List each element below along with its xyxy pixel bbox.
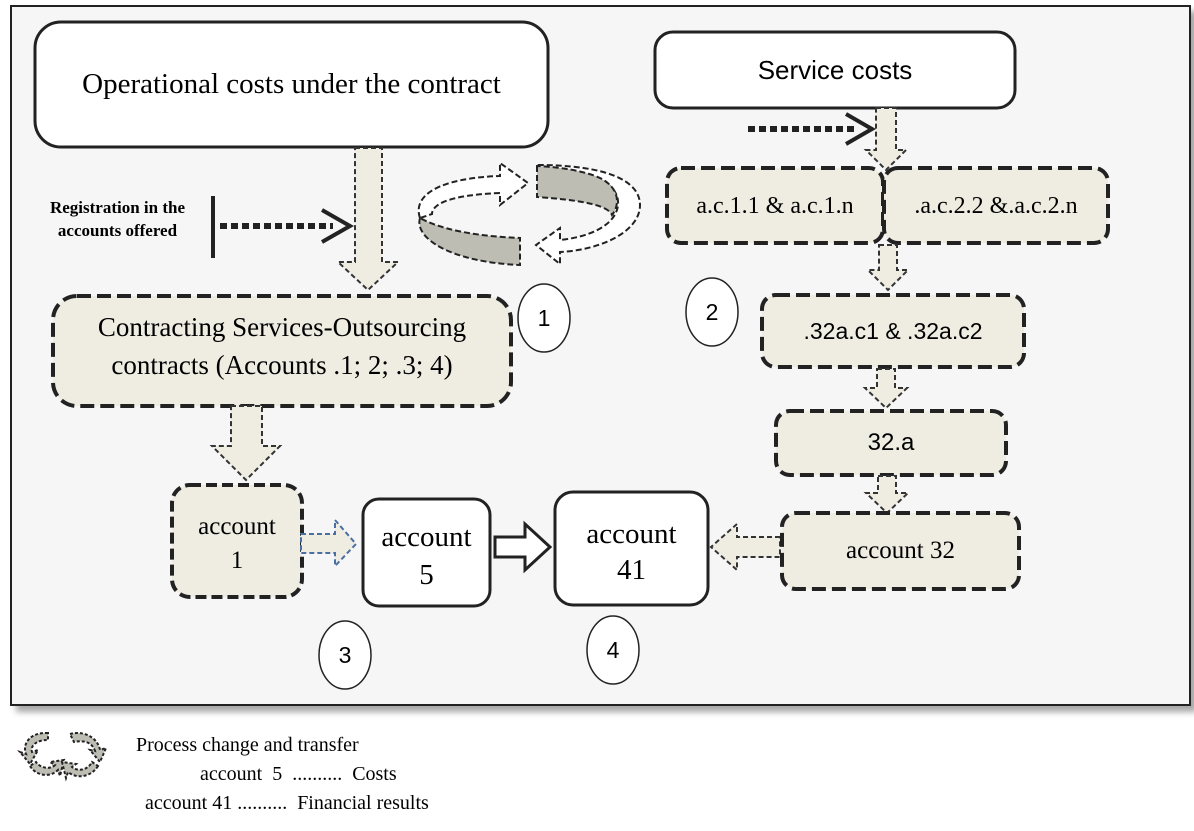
down-arrow-ac-to-32ac [865, 244, 911, 292]
down-arrow-32a-to-account32 [863, 475, 911, 515]
ac2-box [882, 166, 1110, 245]
down-arrow-32ac-to-32a [862, 368, 910, 410]
registration-arrowhead [321, 208, 355, 244]
circular-arrows-icon [16, 731, 108, 782]
arrow-account32-to-41 [709, 521, 781, 573]
registration-label: Registration in the accounts offered [49, 198, 186, 240]
down-arrow-service [863, 107, 909, 172]
marker-3-label: 3 [338, 641, 352, 668]
account-41-box [553, 490, 710, 607]
service-arrowhead [845, 112, 877, 146]
account-32-box [780, 511, 1021, 591]
account-5-box [361, 497, 492, 608]
marker-4-label: 4 [606, 636, 620, 663]
cycle-shape [417, 161, 642, 267]
account-32-label: account 32 [846, 537, 955, 565]
contracting-label-line1: Contracting Services-Outsourcing [97, 312, 467, 343]
marker-4-circle [586, 615, 640, 685]
arrow-account1-to-5 [300, 517, 358, 569]
marker-1-circle [517, 283, 571, 353]
contracting-label-line2: contracts (Accounts .1; 2; .3; 4) [111, 350, 453, 381]
account-41-label-line2: 41 [617, 553, 646, 586]
ac32-box [760, 293, 1026, 369]
arrow-account5-to-41 [493, 520, 553, 574]
operational-costs-box [33, 20, 550, 149]
operational-costs-label: Operational costs under the contract [82, 68, 501, 101]
marker-2-circle [685, 277, 739, 347]
down-arrow-contracting [209, 405, 283, 482]
service-costs-box [653, 30, 1017, 110]
marker-1-label: 1 [537, 304, 551, 331]
a32-label: 32.a [867, 429, 915, 456]
account-1-label-line2: 1 [230, 547, 244, 575]
contracting-services-box [51, 294, 513, 408]
account-5-label-line2: 5 [419, 558, 434, 591]
marker-3-circle [318, 620, 372, 690]
ac2-label: .a.c.2.2 &.a.c.2.n [914, 192, 1078, 219]
legend-financial-results: account 41 .......... Financial results [145, 792, 429, 814]
ac32-label: .32a.c1 & .32a.c2 [803, 317, 983, 344]
account-41-label-line1: account [586, 517, 677, 550]
down-arrow-operational [335, 147, 401, 292]
legend-costs: account 5 .......... Costs [200, 763, 397, 785]
service-costs-label: Service costs [757, 54, 913, 85]
account-1-label-line1: account [198, 513, 276, 541]
account-5-label-line1: account [381, 520, 472, 553]
marker-2-label: 2 [705, 298, 719, 325]
legend-process: Process change and transfer [136, 734, 359, 756]
ac1-label: a.c.1.1 & a.c.1.n [696, 192, 854, 219]
